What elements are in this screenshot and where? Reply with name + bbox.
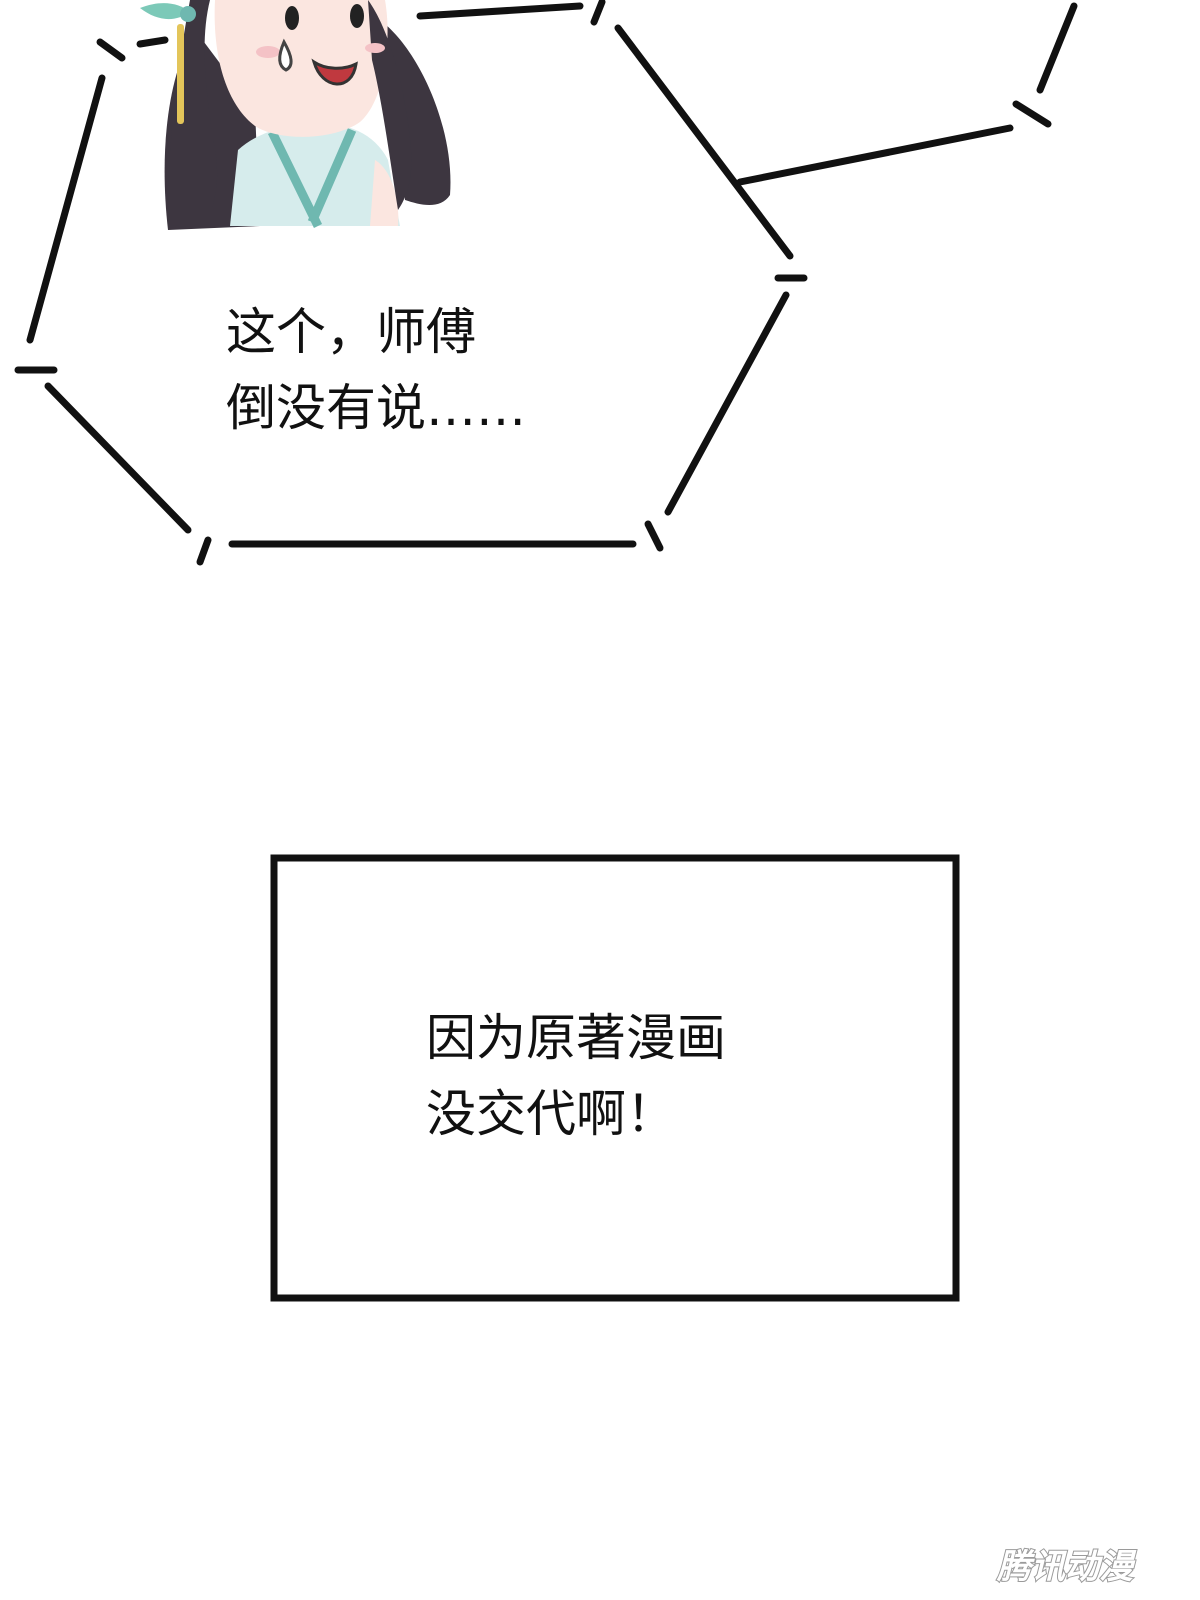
watermark-text: 腾讯动漫 <box>996 1547 1137 1587</box>
speech-bubble <box>14 0 808 566</box>
character-collar-trim <box>267 128 357 228</box>
character-hair-back-right <box>380 20 451 205</box>
speech-line-1: 这个，师傅 <box>226 303 476 361</box>
character-blush <box>256 46 280 58</box>
character-right-eye <box>350 4 364 28</box>
character-blush <box>365 43 385 53</box>
hair-tassel <box>177 24 184 124</box>
caption-text: 因为原著漫画 没交代啊！ <box>426 1000 726 1152</box>
watermark: 腾讯动漫 <box>995 1546 1138 1587</box>
speech-line-2: 倒没有说…… <box>226 379 526 437</box>
caption-box <box>270 854 960 1302</box>
watermark-logo <box>970 1545 1160 1587</box>
hair-ornament-bead <box>180 6 196 22</box>
hair-ornament-icon <box>140 3 190 20</box>
character-left-eye <box>285 6 299 30</box>
caption-line-1: 因为原著漫画 <box>426 1009 726 1067</box>
speech-bubble-text: 这个，师傅 倒没有说…… <box>226 294 526 446</box>
caption-line-2: 没交代啊！ <box>426 1085 676 1143</box>
character-face <box>214 0 388 137</box>
sweat-drop-icon <box>278 38 293 72</box>
character-mouth <box>311 58 358 86</box>
character-robe <box>230 123 400 226</box>
character-portrait <box>140 0 451 230</box>
speech-bubble-fragment <box>736 2 1078 186</box>
character-shoulder <box>370 160 399 226</box>
